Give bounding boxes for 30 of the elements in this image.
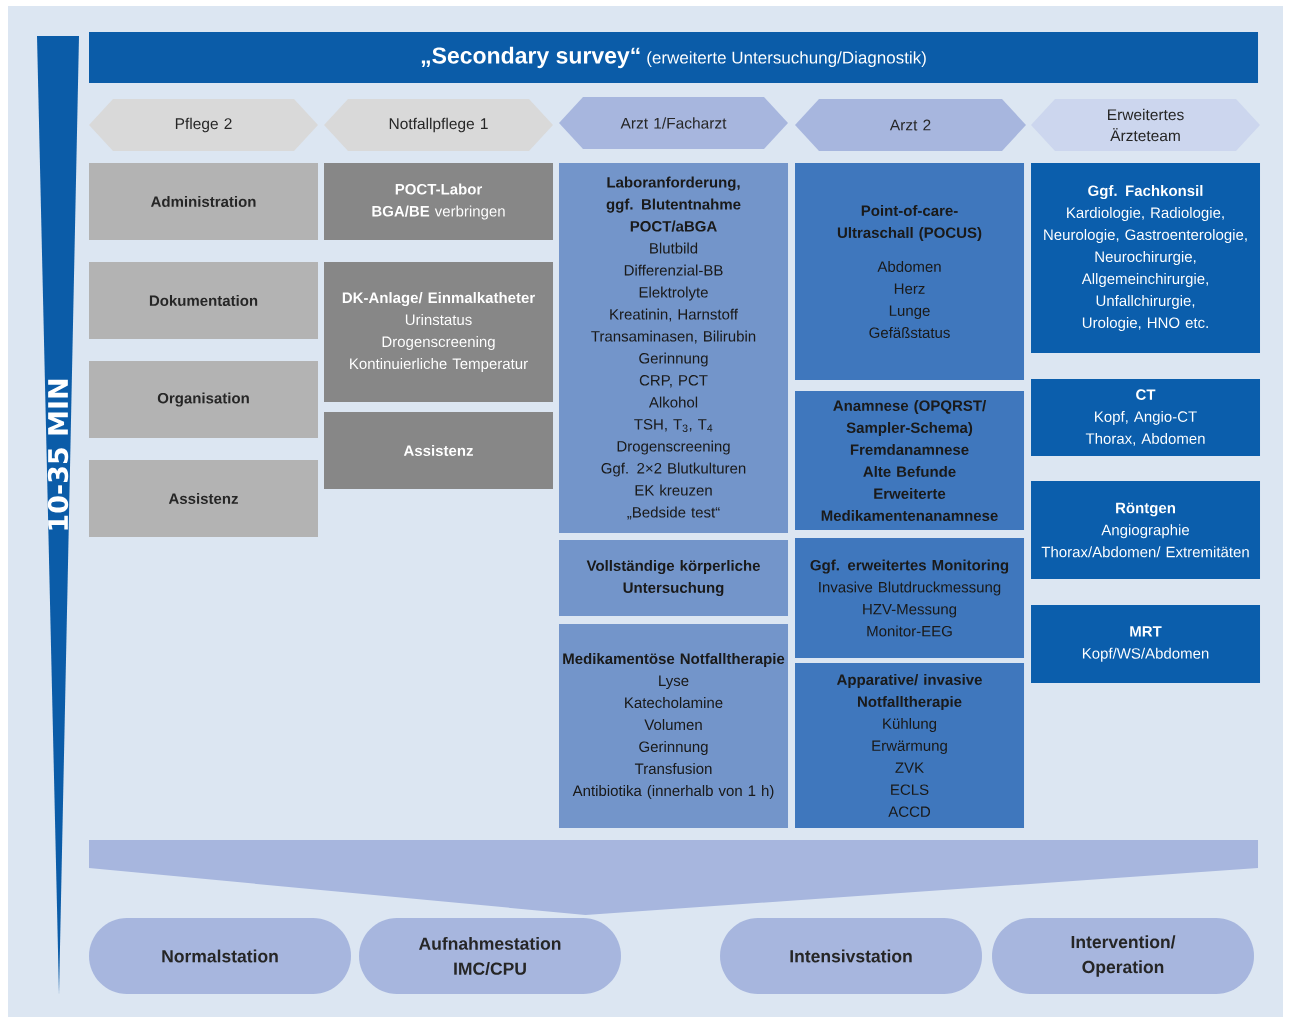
task-box: Vollständige körperliche Untersuchung [559,540,788,616]
funnel-shape [89,840,1258,915]
role-header: Notfallpflege 1 [324,99,553,151]
destination-pill: Intervention/ Operation [992,918,1254,994]
task-box: Ggf. Fachkonsil Kardiologie, Radiologie, Neurologie, Gastroenterologie, Neurochirurgie, Allgemeinchirurgie, Unfallchirurgie, Urologie, HNO etc. [1031,163,1260,353]
task-box: Administration [89,163,318,240]
task-box: Point-of-care-Ultraschall (POCUS) Abdomen Herz Lunge Gefäßstatus [795,163,1024,380]
time-label: 10-35 MIN [47,379,69,530]
role-header: Pflege 2 [89,99,318,151]
task-box: Assistenz [89,460,318,537]
task-box: Laboranforderung, ggf. Blutentnahme POCT/aBGA Blutbild Differenzial-BB Elektrolyte Kreatinin, Harnstoff Transaminasen, Bilirubin Gerinnung CRP, PCT Alkohol TSH, T$_{3}$, T$_{4}$ Drogenscreening Ggf. 2×2 Blutkulturen EK kreuzen „Bedside test“ [559,163,788,533]
task-box: Dokumentation [89,262,318,339]
task-box: Röntgen Angiographie Thorax/Abdomen/ Extremitäten [1031,481,1260,579]
destination-pill: Normalstation [89,918,351,994]
task-box: POCT-Labor BGA/BE verbringen [324,163,553,240]
task-box: Assistenz [324,412,553,489]
task-box: Ggf. erweitertes Monitoring Invasive Blutdruckmessung HZV-Messung Monitor-EEG [795,538,1024,658]
task-box: DK-Anlage/ Einmalkatheter Urinstatus Drogenscreening Kontinuierliche Temperatur [324,262,553,402]
destination-pill: Aufnahmestation IMC/CPU [359,918,621,994]
task-box: Medikamentöse Notfalltherapie Lyse Katecholamine Volumen Gerinnung Transfusion Antibiotika (innerhalb von 1 h) [559,624,788,828]
task-box: CT Kopf, Angio-CT Thorax, Abdomen [1031,379,1260,456]
task-box: Apparative/ invasive Notfalltherapie Kühlung Erwärmung ZVK ECLS ACCD [795,663,1024,828]
role-header: Arzt 2 [795,99,1026,151]
title-band: „Secondary survey“ (erweiterte Untersuchung/Diagnostik) [89,32,1258,83]
role-header: Erweitertes Ärzteteam [1031,99,1260,151]
task-box: Anamnese (OPQRST/ Sampler-Schema) Fremdanamnese Alte Befunde Erweiterte Medikamentenanamnese [795,391,1024,530]
task-box: MRT Kopf/WS/Abdomen [1031,605,1260,683]
destination-pill: Intensivstation [720,918,982,994]
task-box: Organisation [89,361,318,438]
role-header: Arzt 1/Facharzt [559,97,788,149]
